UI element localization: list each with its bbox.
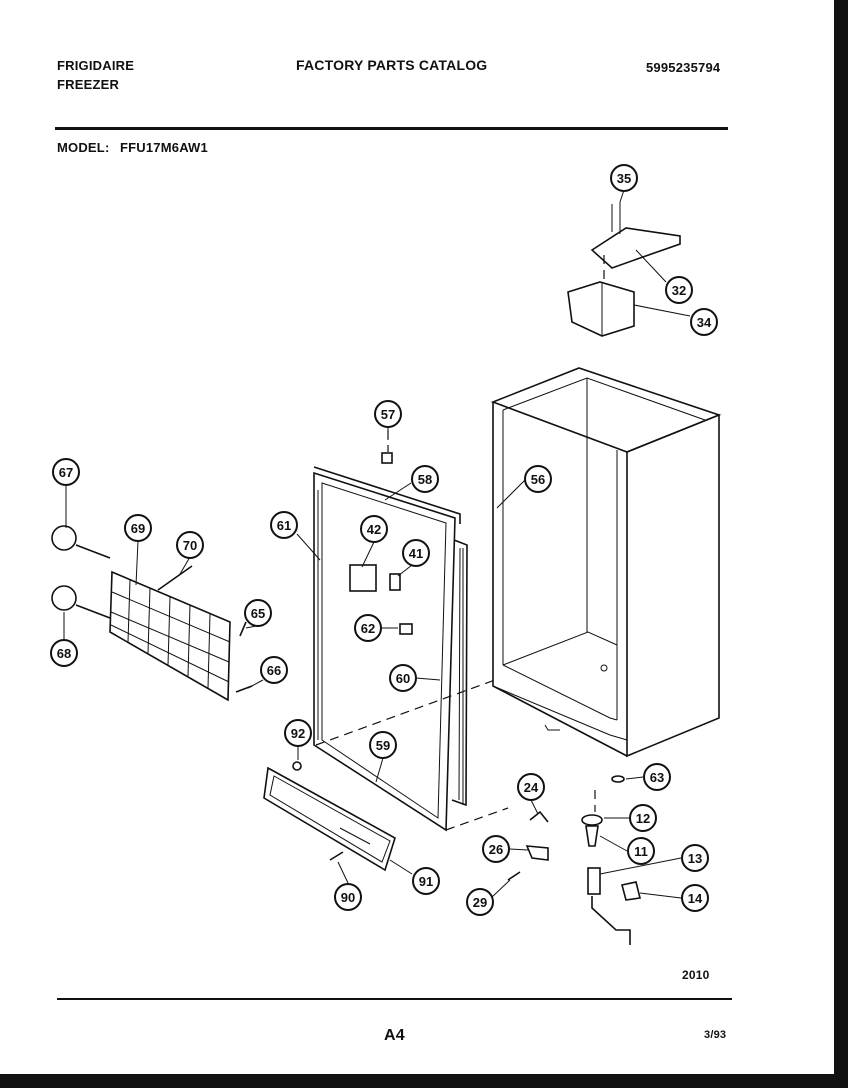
svg-text:42: 42: [367, 522, 381, 537]
page-number: A4: [384, 1027, 405, 1044]
callout-11: 11: [627, 837, 655, 865]
svg-text:56: 56: [531, 472, 545, 487]
callout-63: 63: [643, 763, 671, 791]
callout-59: 59: [369, 731, 397, 759]
callout-35: 35: [610, 164, 638, 192]
callout-12: 12: [629, 804, 657, 832]
svg-text:14: 14: [688, 891, 703, 906]
svg-text:61: 61: [277, 518, 291, 533]
svg-text:63: 63: [650, 770, 664, 785]
svg-text:11: 11: [634, 844, 648, 859]
svg-text:62: 62: [361, 621, 375, 636]
svg-text:69: 69: [131, 521, 145, 536]
grille-drawing: [109, 565, 231, 702]
svg-text:32: 32: [672, 283, 686, 298]
svg-text:59: 59: [376, 738, 390, 753]
svg-text:67: 67: [59, 465, 73, 480]
leader-lines: [63, 189, 691, 899]
svg-text:65: 65: [251, 606, 265, 621]
callout-58: 58: [411, 465, 439, 493]
header-rule: [55, 127, 728, 130]
catalog-date: 3/93: [704, 1029, 727, 1041]
product-type: FREEZER: [57, 77, 120, 92]
scan-border-right: [834, 0, 848, 1088]
callout-90: 90: [334, 883, 362, 911]
callout-69: 69: [124, 514, 152, 542]
brand-name: FRIGIDAIRE: [57, 58, 135, 73]
callout-91: 91: [412, 867, 440, 895]
catalog-number: 5995235794: [646, 60, 721, 75]
callout-68: 68: [50, 639, 78, 667]
svg-text:60: 60: [396, 671, 410, 686]
door-trim-drawing: [263, 766, 396, 872]
callout-13: 13: [681, 844, 709, 872]
callout-66: 66: [260, 656, 288, 684]
footer-rule: [57, 998, 732, 1000]
scan-border-bottom: [0, 1074, 848, 1088]
svg-text:24: 24: [524, 780, 539, 795]
callout-29: 29: [466, 888, 494, 916]
callout-34: 34: [690, 308, 718, 336]
callout-65: 65: [244, 599, 272, 627]
svg-text:68: 68: [57, 646, 71, 661]
svg-text:34: 34: [697, 315, 712, 330]
svg-text:13: 13: [688, 851, 702, 866]
svg-text:66: 66: [267, 663, 281, 678]
svg-text:41: 41: [409, 546, 423, 561]
callout-14: 14: [681, 884, 709, 912]
door-panel-drawing: [313, 466, 468, 832]
figure-code: 2010: [682, 968, 710, 982]
callout-56: 56: [524, 465, 552, 493]
svg-text:57: 57: [381, 407, 395, 422]
small-parts-drawing: [51, 452, 641, 945]
svg-text:58: 58: [418, 472, 432, 487]
callout-70: 70: [176, 531, 204, 559]
callout-67: 67: [52, 458, 80, 486]
catalog-title: FACTORY PARTS CATALOG: [296, 57, 488, 73]
callout-41: 41: [402, 539, 430, 567]
callout-26: 26: [482, 835, 510, 863]
svg-text:35: 35: [617, 171, 631, 186]
svg-text:92: 92: [291, 726, 305, 741]
callout-60: 60: [389, 664, 417, 692]
callout-42: 42: [360, 515, 388, 543]
svg-text:29: 29: [473, 895, 487, 910]
svg-text:26: 26: [489, 842, 503, 857]
svg-text:12: 12: [636, 811, 650, 826]
model-number: FFU17M6AW1: [120, 140, 208, 155]
callout-62: 62: [354, 614, 382, 642]
callout-24: 24: [517, 773, 545, 801]
hinge-drawing: [567, 202, 681, 337]
callout-92: 92: [284, 719, 312, 747]
cabinet-drawing: [490, 367, 722, 758]
svg-text:90: 90: [341, 890, 355, 905]
callout-57: 57: [374, 400, 402, 428]
callout-32: 32: [665, 276, 693, 304]
callout-61: 61: [270, 511, 298, 539]
svg-text:91: 91: [419, 874, 433, 889]
svg-text:70: 70: [183, 538, 197, 553]
model-label: MODEL:: [57, 140, 110, 155]
